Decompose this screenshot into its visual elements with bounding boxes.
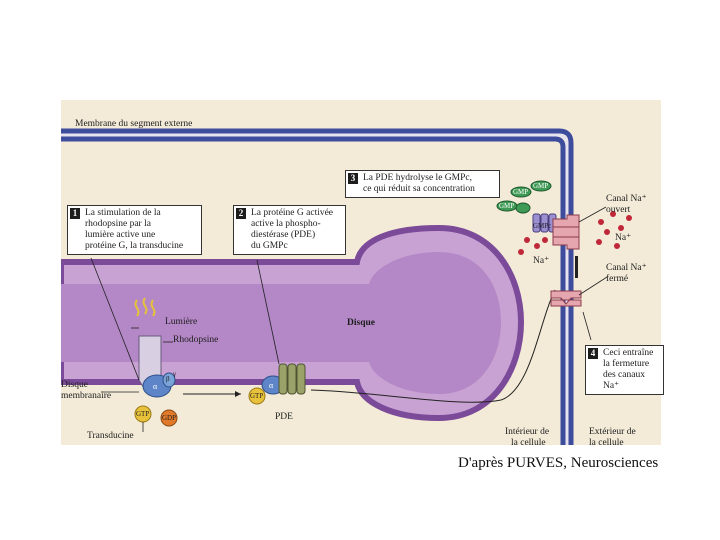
transducin-label: Transducine — [87, 431, 134, 441]
pde-gmp-cluster — [496, 180, 557, 233]
light-icon — [134, 297, 156, 317]
channel-closed-label-1: Canal Na⁺ — [606, 263, 647, 273]
diagram-artwork — [58, 100, 661, 445]
outer-segment-membrane — [61, 128, 574, 445]
gamma-label: γ — [173, 370, 177, 378]
gmpc-label: GMPc — [533, 222, 552, 230]
gtp-label-pde: GTP — [250, 392, 264, 400]
membrane-marker — [575, 256, 578, 278]
gmp-label-3: GMP — [499, 202, 515, 210]
pde-complex — [248, 363, 306, 405]
sodium-channel-closed — [550, 290, 582, 307]
outside-label-2: la cellule — [589, 438, 624, 448]
alpha-label: α — [153, 382, 158, 391]
channel-open-label-2: ouvert — [606, 205, 631, 215]
step-4-text: Ceci entraîne la fermeture des canaux Na… — [603, 348, 654, 391]
step-2-box: 2 La protéine G activée active la phosph… — [233, 205, 346, 255]
step-1-box: 1 La stimulation de la rhodopsine par la… — [67, 205, 202, 255]
signal-arrow — [310, 289, 556, 403]
sodium-channel-open — [552, 214, 580, 250]
sodium-label-right: Na⁺ — [615, 233, 632, 243]
step-3-number: 3 — [348, 173, 358, 184]
gtp-label-transducin: GTP — [136, 410, 150, 418]
disc-label: Disque — [347, 318, 375, 328]
step-4-box: 4 Ceci entraîne la fermeture des canaux … — [585, 345, 664, 395]
sodium-label-left: Na⁺ — [533, 256, 550, 266]
step-2-number: 2 — [236, 208, 246, 219]
gmp-label-2: GMP — [513, 188, 529, 196]
disc-membrane-label-2: membranaire — [61, 391, 112, 401]
channel-closed-label-2: fermé — [606, 274, 629, 284]
leader-lines — [90, 206, 608, 432]
light-label: Lumière — [165, 317, 198, 327]
membrane-title: Membrane du segment externe — [75, 119, 193, 129]
step-2-text: La protéine G activée active la phospho-… — [251, 208, 334, 251]
sodium-ions — [518, 211, 632, 255]
disc-membrane-label-1: Disque — [61, 380, 88, 390]
step-1-number: 1 — [70, 208, 80, 219]
outside-label-1: Extérieur de — [589, 427, 636, 437]
alpha-label-pde: α — [269, 381, 274, 390]
step-3-box: 3 La PDE hydrolyse le GMPc, ce qui rédui… — [345, 170, 500, 198]
gdp-label: GDP — [162, 414, 177, 422]
step-4-number: 4 — [588, 348, 598, 359]
inside-label-2: la cellule — [511, 438, 546, 448]
step-3-text: La PDE hydrolyse le GMPc, ce qui réduit … — [363, 173, 475, 194]
phototransduction-diagram: Membrane du segment externe Disque Lumiè… — [58, 100, 664, 448]
rhodopsin-label: Rhodopsine — [173, 335, 219, 345]
gmp-label-1: GMP — [533, 182, 549, 190]
inside-label-1: Intérieur de — [505, 427, 550, 437]
disc — [58, 224, 525, 422]
arrow-head-icon — [235, 391, 241, 397]
pde-label: PDE — [275, 412, 293, 422]
beta-label: β — [166, 375, 170, 383]
step-1-text: La stimulation de la rhodopsine par la l… — [85, 208, 184, 251]
source-caption: D'après PURVES, Neurosciences — [458, 455, 659, 471]
transducin — [134, 372, 178, 427]
channel-open-label-1: Canal Na⁺ — [606, 194, 647, 204]
